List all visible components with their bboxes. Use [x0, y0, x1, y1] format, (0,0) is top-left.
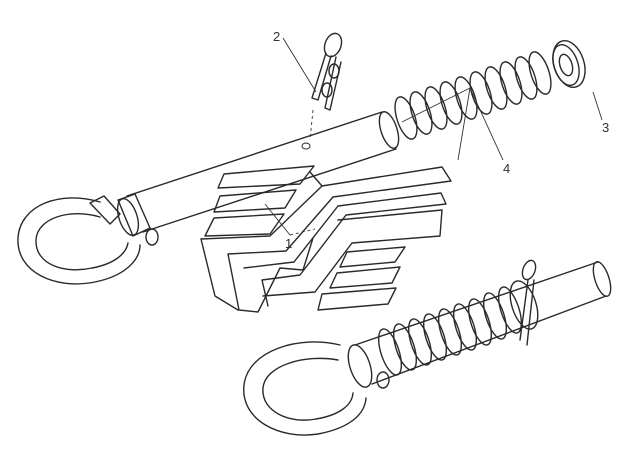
tow-hook-exploded-icon — [17, 111, 400, 285]
callout-part-1: 1 — [285, 236, 292, 251]
callout-part-4: 4 — [503, 161, 510, 176]
leader-lines — [264, 37, 603, 236]
callout-part-2: 2 — [273, 29, 280, 44]
callout-part-3: 3 — [602, 120, 609, 135]
bracket-icon — [200, 165, 452, 313]
washer-icon — [552, 40, 586, 88]
spring-icon — [394, 51, 552, 140]
tow-hook-assembled-icon — [243, 259, 612, 436]
cotter-pin-icon — [309, 32, 343, 141]
